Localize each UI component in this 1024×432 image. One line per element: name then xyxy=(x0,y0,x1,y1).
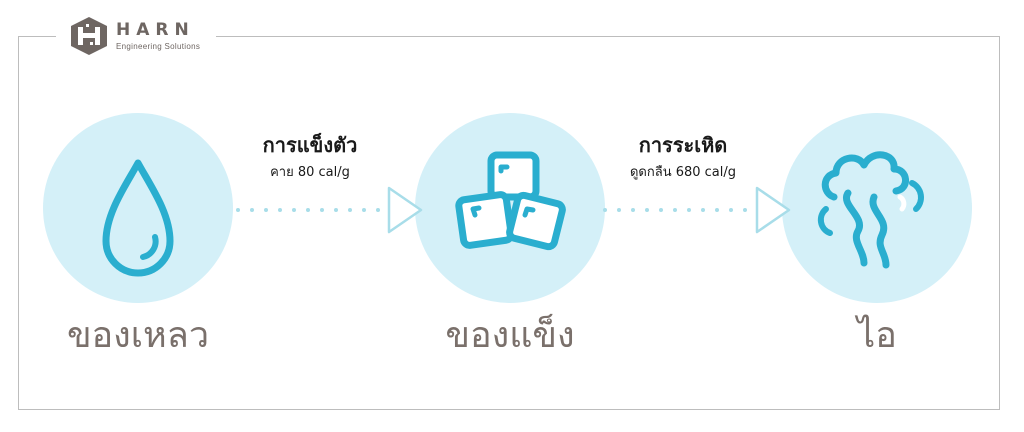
dotted-connector-2 xyxy=(603,208,747,212)
ice-cubes-icon xyxy=(455,151,566,251)
transition-title-sublimation: การระเหิด xyxy=(638,133,728,157)
transition-detail-sublimation: ดูดกลืน 680 cal/g xyxy=(629,165,737,180)
arrow-head-2 xyxy=(755,186,791,234)
arrow-head-1 xyxy=(387,186,423,234)
logo: HARN Engineering Solutions xyxy=(56,14,217,58)
logo-name: HARN xyxy=(116,19,195,40)
vapor-state-circle xyxy=(782,113,972,303)
liquid-state-circle xyxy=(43,113,233,303)
state-label-solid: ของแข็ง xyxy=(445,315,575,356)
logo-tagline: Engineering Solutions xyxy=(116,41,201,51)
diagram-frame xyxy=(18,36,1000,410)
state-label-liquid: ของเหลว xyxy=(66,315,210,356)
solid-state-circle xyxy=(415,113,605,303)
transition-detail-freezing: คาย 80 cal/g xyxy=(270,165,350,180)
transition-title-freezing: การแข็งตัว xyxy=(262,133,358,157)
harn-logo-icon xyxy=(71,17,107,55)
steam-icon xyxy=(817,151,924,269)
water-drop-icon xyxy=(102,159,174,277)
state-label-vapor: ไอ xyxy=(857,315,897,356)
dotted-connector-1 xyxy=(236,208,380,212)
